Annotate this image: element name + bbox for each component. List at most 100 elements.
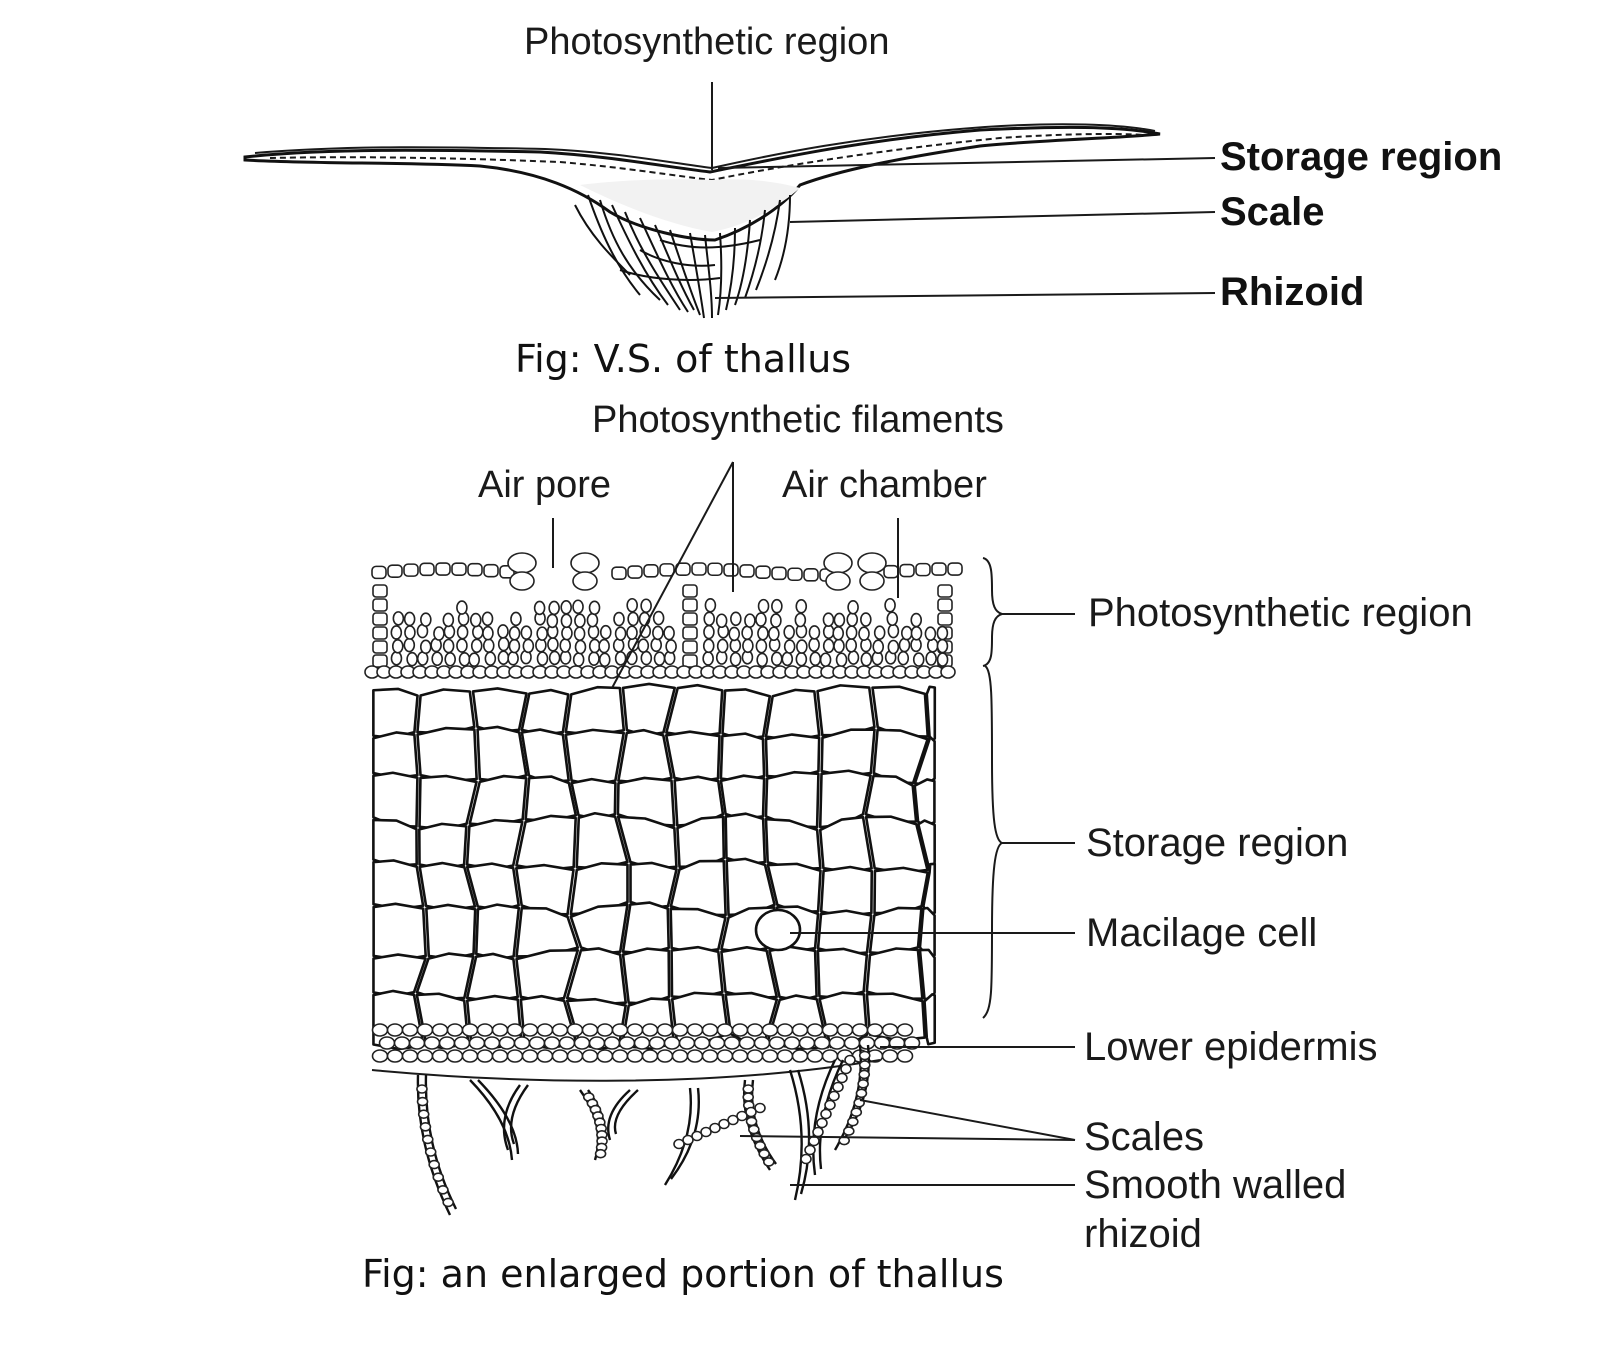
- label-photosynthetic-region: Photosynthetic region: [1088, 591, 1473, 635]
- epidermis-cell: [803, 568, 819, 582]
- air-pore-rim-cell: [507, 552, 537, 574]
- storage-cell: [669, 907, 727, 954]
- filament-cell: [728, 626, 741, 642]
- lower-epidermis-cell: [431, 1023, 449, 1037]
- leader-storage-region: [717, 157, 1216, 169]
- rhizoid: [607, 1089, 631, 1141]
- thallus-outline: [243, 125, 1161, 242]
- filament-cell: [510, 611, 522, 627]
- storage-cell: [515, 948, 580, 1003]
- storage-cell: [720, 945, 778, 1000]
- storage-cell: [669, 859, 727, 917]
- lower-epidermis-cell: [761, 1023, 779, 1037]
- filament-cell: [665, 639, 677, 654]
- filament-cell: [406, 651, 418, 667]
- lower-epidermis-cell: [678, 1036, 696, 1050]
- filament-cell: [598, 638, 610, 654]
- filament-cell: [599, 624, 612, 640]
- lower-epidermis-cell: [656, 1049, 674, 1063]
- scale-cell: [709, 1122, 721, 1134]
- lower-epidermis-cell: [371, 1049, 389, 1063]
- scale-cell: [416, 1096, 429, 1107]
- filament-cell: [845, 638, 858, 653]
- chamber-wall-cell: [937, 598, 953, 612]
- filament-cell: [846, 612, 859, 627]
- filament-cell: [533, 600, 546, 616]
- lower-epidermis-cell: [656, 1023, 674, 1037]
- filament-cell: [796, 639, 808, 654]
- filament-cell: [884, 597, 896, 613]
- epidermis-cell: [403, 563, 419, 577]
- scale-cell: [836, 1072, 848, 1084]
- storage-cell: [569, 903, 629, 955]
- filament-cell: [588, 638, 601, 654]
- lower-epidermis-cell: [821, 1023, 839, 1037]
- filament-cell: [847, 650, 860, 665]
- label-photosynthetic-filaments: Photosynthetic filaments: [592, 399, 1004, 441]
- lower-epidermis-cell: [506, 1023, 524, 1037]
- rhizoid-bundle: [574, 194, 791, 319]
- storage-cell: [913, 778, 936, 828]
- leader-rhizoid: [714, 292, 1216, 299]
- filament-cell: [822, 638, 835, 654]
- figure-enlarged-thallus: Photosynthetic filaments Air pore Air ch…: [362, 399, 1473, 1296]
- storage-cell: [873, 866, 930, 915]
- leader-scales-a: [859, 1099, 1076, 1141]
- lower-epidermis-cell: [611, 1049, 629, 1063]
- scale-cell: [718, 1118, 730, 1130]
- chamber-wall-cell: [682, 584, 698, 598]
- caption-enlarged-thallus: Fig: an enlarged portion of thallus: [362, 1252, 1004, 1296]
- filament-cell: [833, 612, 846, 628]
- scale-cell: [824, 1099, 836, 1111]
- lower-epidermis-cell: [731, 1023, 749, 1037]
- air-pore-rim-cell: [570, 552, 600, 574]
- storage-cell: [872, 728, 929, 785]
- rhizoid-wall: [796, 1069, 811, 1195]
- lower-epidermis-cell: [881, 1049, 899, 1063]
- scale-cell: [754, 1140, 766, 1151]
- lower-epidermis-cell: [723, 1036, 741, 1050]
- storage-cell: [819, 865, 874, 918]
- lower-epidermis-cell: [663, 1036, 681, 1050]
- filament-cell: [847, 599, 859, 615]
- storage-cell: [515, 906, 580, 958]
- lower-epidermis-cell: [461, 1049, 479, 1063]
- filament-cell: [652, 610, 665, 626]
- rhizoid: [788, 1069, 803, 1201]
- lower-epidermis-cell: [671, 1049, 689, 1063]
- filament-cell: [482, 638, 495, 653]
- scale-cell: [416, 1084, 428, 1094]
- label-rhizoid-line1: Smooth walled: [1084, 1163, 1346, 1207]
- lower-epidermis-cell: [813, 1036, 831, 1050]
- filament-cell: [507, 651, 519, 666]
- lower-epidermis-cell: [633, 1036, 651, 1050]
- storage-cell: [416, 688, 476, 735]
- filament-cell: [497, 636, 510, 652]
- storage-parenchyma: [372, 682, 937, 1051]
- lower-epidermis-cell: [468, 1036, 486, 1050]
- scale-cell: [424, 1147, 437, 1157]
- storage-cell: [629, 861, 678, 910]
- rhizoid-wall: [613, 1089, 639, 1135]
- filament-cell: [936, 652, 949, 667]
- scale-cell: [847, 1116, 859, 1127]
- filament-cell: [872, 639, 885, 655]
- storage-cell: [418, 774, 478, 831]
- rhizoid: [502, 1084, 521, 1151]
- lower-epidermis-cell: [431, 1049, 449, 1063]
- storage-cell: [676, 815, 726, 869]
- filament-cell: [574, 613, 586, 628]
- lower-epidermis-cell: [438, 1036, 456, 1050]
- filament-cell: [729, 651, 742, 667]
- scale-cell: [844, 1054, 856, 1066]
- filament-cell: [586, 612, 599, 628]
- lower-epidermis-cell: [551, 1023, 569, 1037]
- scale-cell: [745, 1116, 758, 1127]
- lower-epidermis-cell: [626, 1049, 644, 1063]
- lower-epidermis-cell: [783, 1036, 801, 1050]
- filament-cell: [470, 638, 483, 654]
- epidermis-cell: [771, 566, 787, 581]
- air-pore-rim-cell: [857, 552, 887, 574]
- filament-cell: [835, 652, 848, 668]
- mucilage-cell: [754, 908, 802, 952]
